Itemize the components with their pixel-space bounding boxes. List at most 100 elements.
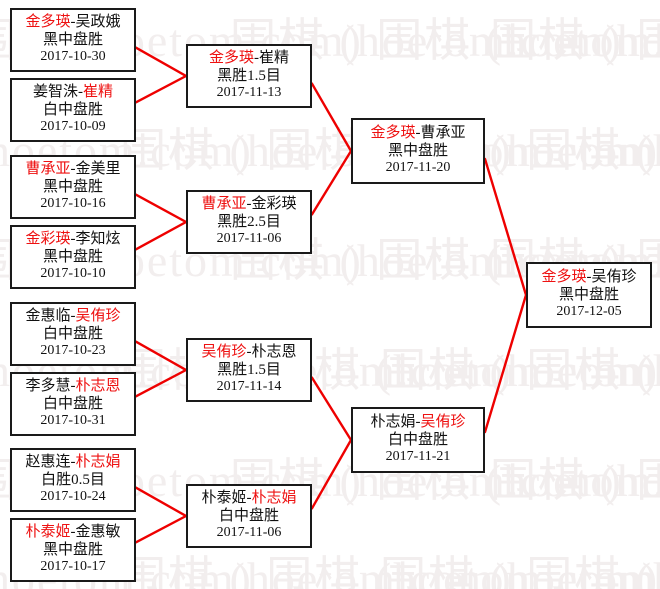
match-players: 赵惠连-朴志娟 [25,454,120,471]
player-right: 金惠敏 [75,524,121,541]
match-date: 2017-10-09 [40,119,106,135]
match-result: 黑胜2.5目 [217,213,281,230]
player-separator: - [70,378,76,395]
player-right: 吴侑珍 [420,414,466,431]
player-separator: - [246,196,252,213]
match-box[interactable]: 姜智洙-崔精 白中盘胜 2017-10-09 [10,78,136,142]
bracket-connector [134,193,189,251]
match-result: 黑中盘胜 [558,286,619,303]
player-separator: - [70,231,76,248]
watermark-text: 围棋 (hoetom.com) 围棋 (hoetom.com) [120,553,660,589]
match-players: 曹承亚-金彩瑛 [201,196,296,213]
player-right: 崔精 [259,50,290,67]
player-right: 金彩瑛 [251,196,297,213]
match-date: 2017-10-24 [40,489,106,505]
match-box[interactable]: 李多慧-朴志恩 白中盘胜 2017-10-31 [10,372,136,436]
player-separator: - [415,125,421,142]
match-players: 金惠临-吴侑珍 [25,308,120,325]
player-right: 朴志恩 [251,344,297,361]
match-players: 李多慧-朴志恩 [25,378,120,395]
match-result: 白胜0.5目 [41,471,105,488]
match-players: 曹承亚-金美里 [25,161,120,178]
player-separator: - [586,269,592,286]
watermark-text: 围棋 (hoetom.com) 围棋 (hoetom.com) [380,553,660,589]
player-separator: - [70,524,76,541]
match-players: 金多瑛-曹承亚 [370,125,465,142]
player-left: 朴志娟 [370,414,416,431]
player-left: 金多瑛 [208,50,254,67]
match-box[interactable]: 曹承亚-金美里 黑中盘胜 2017-10-16 [10,155,136,219]
player-right: 朴志娟 [75,454,121,471]
match-date: 2017-11-06 [216,525,282,541]
player-left: 吴侑珍 [201,344,247,361]
match-players: 朴泰姬-金惠敏 [25,524,120,541]
match-date: 2017-10-10 [40,266,106,282]
player-left: 金多瑛 [25,14,71,31]
player-left: 姜智洙 [32,84,78,101]
bracket-connector [310,82,353,216]
bracket-connector [134,46,189,104]
watermark-text: 围棋 (hoetom.com) 围棋 (hoetom.com) [490,455,660,506]
bracket-connector [134,486,189,544]
player-separator: - [70,14,76,31]
match-date: 2017-10-23 [40,343,106,359]
match-box[interactable]: 金彩瑛-李知炫 黑中盘胜 2017-10-10 [10,225,136,289]
match-players: 金多瑛-吴侑珍 [541,269,636,286]
match-date: 2017-10-30 [40,49,106,65]
player-right: 朴志恩 [75,378,121,395]
match-players: 朴志娟-吴侑珍 [370,414,465,431]
player-separator: - [70,454,76,471]
player-right: 曹承亚 [420,125,466,142]
player-right: 吴政娥 [75,14,121,31]
player-left: 朴泰姬 [25,524,71,541]
match-box[interactable]: 金惠临-吴侑珍 白中盘胜 2017-10-23 [10,302,136,366]
match-players: 金多瑛-崔精 [209,50,289,67]
match-box[interactable]: 金多瑛-曹承亚 黑中盘胜 2017-11-20 [351,118,485,184]
match-date: 2017-11-20 [385,160,451,176]
player-right: 金美里 [75,161,121,178]
player-right: 吴侑珍 [591,269,637,286]
match-box[interactable]: 金多瑛-崔精 黑胜1.5目 2017-11-13 [186,44,312,108]
match-date: 2017-11-14 [216,379,282,395]
match-date: 2017-11-13 [216,85,282,101]
match-box[interactable]: 朴志娟-吴侑珍 白中盘胜 2017-11-21 [351,407,485,473]
match-result: 黑中盘胜 [42,541,103,558]
bracket-connector [483,157,528,434]
match-date: 2017-11-21 [385,449,451,465]
player-left: 朴泰姬 [201,490,247,507]
match-result: 黑胜1.5目 [217,67,281,84]
match-date: 2017-11-06 [216,231,282,247]
player-separator: - [70,161,76,178]
player-separator: - [254,50,259,67]
match-box[interactable]: 吴侑珍-朴志恩 黑胜1.5目 2017-11-14 [186,338,312,402]
match-box[interactable]: 金多瑛-吴政娥 黑中盘胜 2017-10-30 [10,8,136,72]
player-left: 金多瑛 [541,269,587,286]
player-right: 朴志娟 [251,490,297,507]
player-right: 吴侑珍 [75,308,121,325]
player-left: 李多慧 [25,378,71,395]
match-players: 朴泰姬-朴志娟 [201,490,296,507]
match-result: 白中盘胜 [42,395,103,412]
player-separator: - [415,414,421,431]
player-right: 李知炫 [75,231,121,248]
match-result: 白中盘胜 [387,431,448,448]
match-result: 白中盘胜 [218,507,279,524]
bracket-connector [134,340,189,398]
match-date: 2017-10-16 [40,196,106,212]
match-box[interactable]: 朴泰姬-朴志娟 白中盘胜 2017-11-06 [186,484,312,548]
player-separator: - [70,308,76,325]
match-box-final[interactable]: 金多瑛-吴侑珍 黑中盘胜 2017-12-05 [526,262,652,328]
match-result: 白中盘胜 [42,325,103,342]
match-result: 白中盘胜 [42,101,103,118]
player-separator: - [246,344,252,361]
match-date: 2017-10-31 [40,413,106,429]
player-separator: - [246,490,252,507]
watermark-text: 围棋 (hoetom.com) 围棋 (hoetom.com) [490,15,660,66]
match-box[interactable]: 朴泰姬-金惠敏 黑中盘胜 2017-10-17 [10,518,136,582]
match-players: 金多瑛-吴政娥 [25,14,120,31]
match-players: 吴侑珍-朴志恩 [201,344,296,361]
match-box[interactable]: 曹承亚-金彩瑛 黑胜2.5目 2017-11-06 [186,190,312,254]
match-result: 黑中盘胜 [42,31,103,48]
match-box[interactable]: 赵惠连-朴志娟 白胜0.5目 2017-10-24 [10,448,136,512]
match-result: 黑胜1.5目 [217,361,281,378]
